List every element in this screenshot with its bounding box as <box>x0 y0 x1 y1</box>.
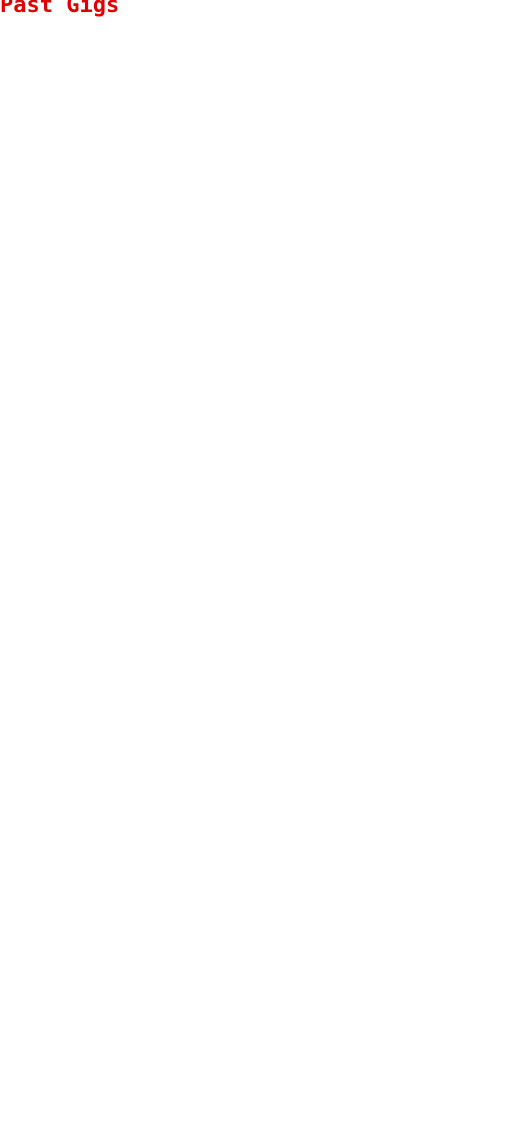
gig-list-area <box>0 20 515 1126</box>
page-title: Past Gigs <box>0 0 120 18</box>
